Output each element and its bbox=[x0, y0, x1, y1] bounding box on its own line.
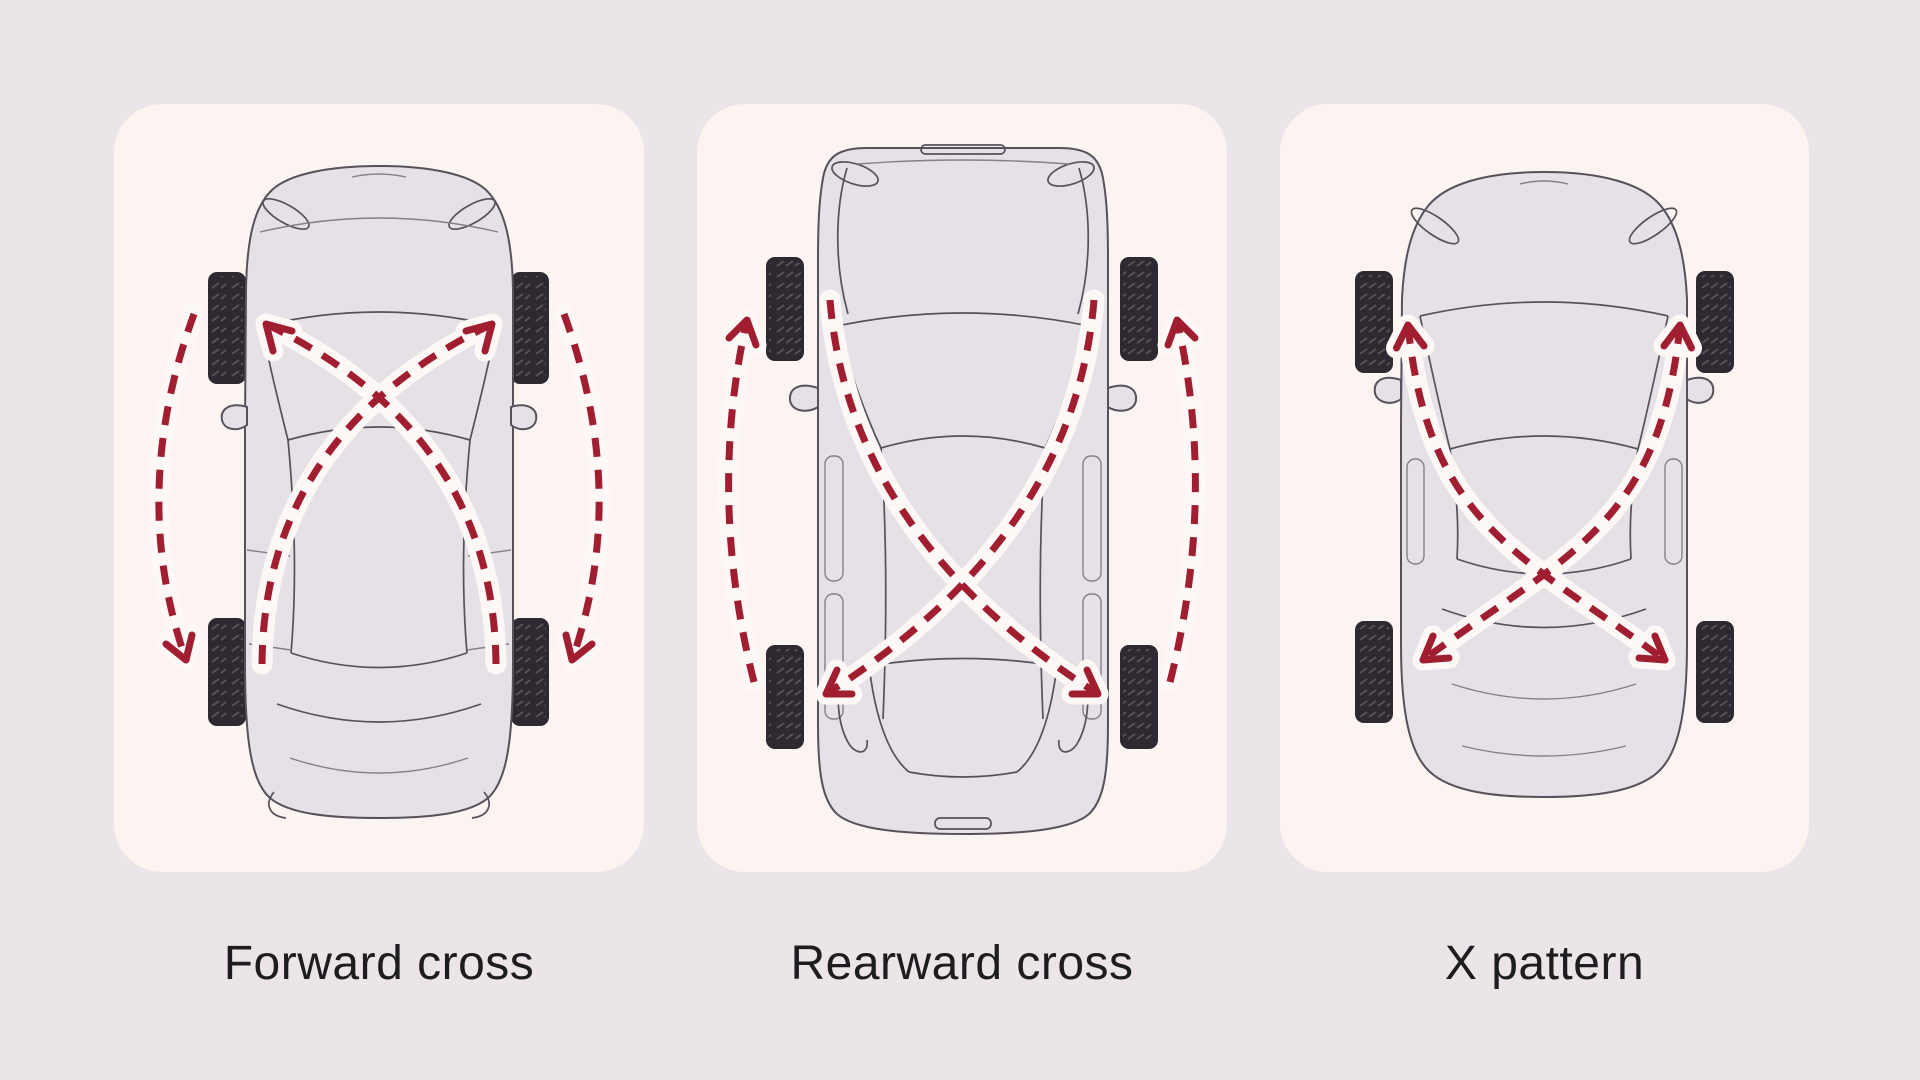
tire-front-right bbox=[1696, 271, 1734, 373]
arrowhead-down-left bbox=[822, 666, 856, 698]
arrow-rear-right-to-front-right bbox=[1166, 319, 1199, 683]
arrowhead-up-right bbox=[462, 320, 496, 355]
caption-x-pattern: X pattern bbox=[1444, 937, 1645, 990]
tires bbox=[208, 272, 549, 726]
tire-rear-left bbox=[208, 618, 246, 726]
tires bbox=[766, 257, 1158, 749]
car-top-view bbox=[220, 164, 538, 820]
arrowhead-up-left bbox=[1393, 321, 1428, 352]
panel-rearward-cross bbox=[697, 104, 1227, 872]
rotation-arrows-rearward-cross bbox=[718, 289, 1206, 705]
arrowhead-up-left-side bbox=[725, 316, 760, 349]
arrow-front-left-to-rear-left bbox=[155, 312, 198, 662]
mirror-right bbox=[1107, 384, 1138, 412]
mirror-right bbox=[1686, 376, 1715, 404]
arrow-front-right-rear-left-swap bbox=[1420, 324, 1684, 663]
rear-window bbox=[868, 657, 1058, 667]
arrow-front-left-to-rear-right bbox=[826, 299, 1100, 697]
tire-rear-right bbox=[511, 618, 549, 726]
caption-rearward-cross: Rearward cross bbox=[790, 937, 1134, 990]
tire-rear-right bbox=[1120, 645, 1158, 749]
car-diagram-rearward-cross bbox=[718, 144, 1206, 836]
panel-forward-cross bbox=[114, 104, 644, 872]
headlight-left bbox=[262, 197, 310, 231]
tire-front-left bbox=[1355, 271, 1393, 373]
arrowhead-up-left bbox=[262, 320, 296, 355]
tire-front-left bbox=[208, 272, 246, 384]
car-diagram-x-pattern bbox=[1355, 170, 1734, 799]
headlight-right bbox=[1628, 207, 1678, 245]
arrow-rear-left-to-front-right bbox=[258, 320, 494, 665]
arrowhead-up-right bbox=[1660, 321, 1695, 352]
license-plate bbox=[934, 817, 992, 830]
mirror-right bbox=[510, 404, 538, 431]
arrowhead-up-right-side bbox=[1164, 316, 1199, 349]
tire-front-right bbox=[1120, 257, 1158, 361]
mirror-left bbox=[1373, 376, 1402, 404]
car-diagram-forward-cross bbox=[148, 164, 610, 820]
front-trim bbox=[920, 144, 1006, 155]
car-top-view bbox=[788, 144, 1138, 836]
car-body bbox=[244, 164, 514, 820]
windshield bbox=[836, 312, 1090, 327]
arrow-front-right-to-rear-left bbox=[824, 299, 1098, 697]
windshield bbox=[261, 311, 497, 327]
tire-front-left bbox=[766, 257, 804, 361]
arrowhead-down-left bbox=[1419, 632, 1453, 664]
tires bbox=[1355, 271, 1734, 723]
mirror-left bbox=[788, 384, 819, 412]
panel-x-pattern bbox=[1280, 104, 1809, 872]
rotation-arrows-x-pattern bbox=[1386, 314, 1702, 671]
arrow-front-right-to-rear-right bbox=[560, 312, 603, 662]
tire-rear-left bbox=[1355, 621, 1393, 723]
windshield bbox=[1419, 301, 1669, 317]
headlight-right bbox=[448, 197, 496, 231]
caption-forward-cross: Forward cross bbox=[223, 937, 535, 990]
arrow-rear-right-to-front-left bbox=[264, 320, 500, 665]
mirror-left bbox=[220, 404, 248, 431]
arrowhead-down-right bbox=[1068, 666, 1102, 698]
arrow-rear-left-to-front-left bbox=[725, 319, 758, 683]
arrowhead-down-right bbox=[1635, 632, 1669, 664]
headlight-left bbox=[1410, 207, 1460, 245]
arrow-front-left-rear-right-swap bbox=[1404, 324, 1668, 663]
rotation-arrows-forward-cross bbox=[148, 303, 610, 675]
car-body bbox=[1400, 170, 1688, 799]
tire-rear-right bbox=[1696, 621, 1734, 723]
arrowhead-down-left-side bbox=[162, 631, 196, 664]
arrowhead-down-right-side bbox=[562, 631, 596, 664]
tire-rear-left bbox=[766, 645, 804, 749]
car-body bbox=[817, 147, 1109, 836]
tire-front-right bbox=[511, 272, 549, 384]
rear-window bbox=[290, 652, 468, 669]
car-top-view bbox=[1373, 170, 1715, 799]
